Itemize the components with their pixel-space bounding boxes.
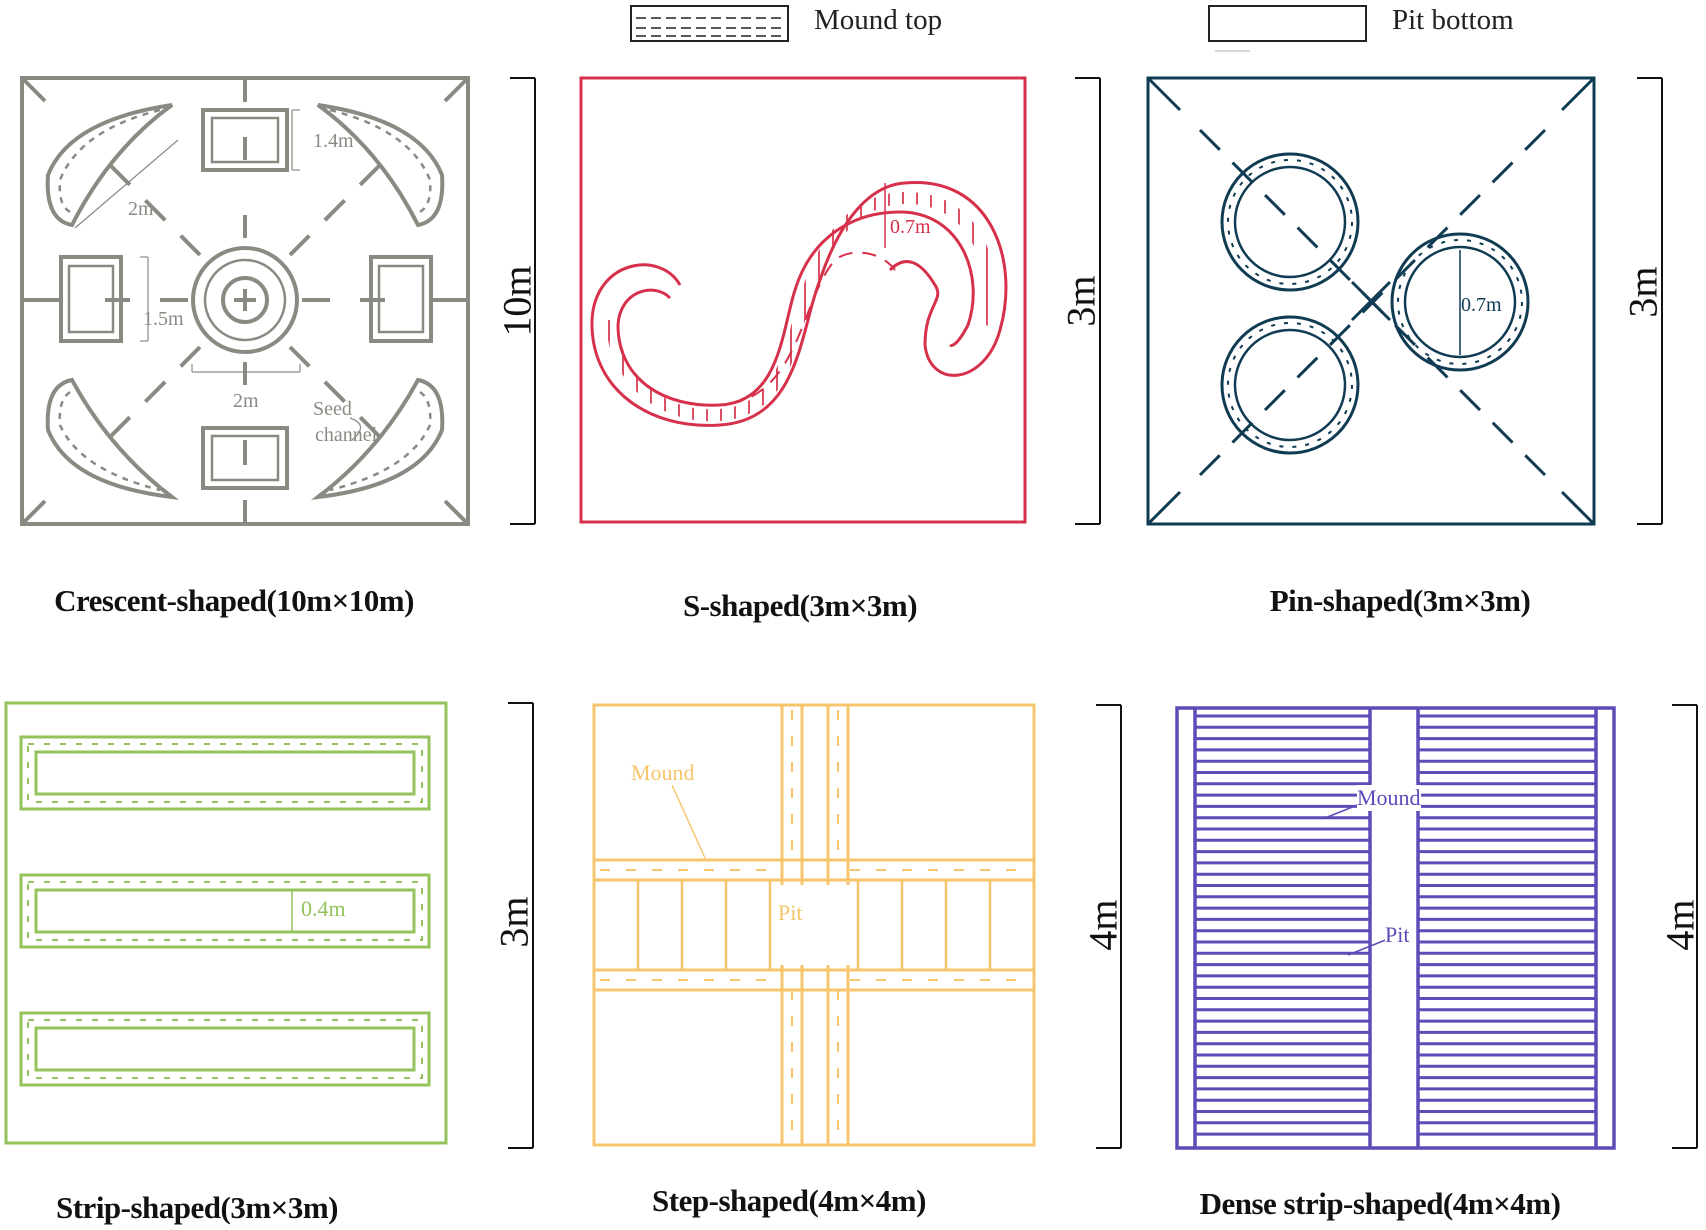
pin-shaped-size-label: 3m	[1620, 266, 1666, 318]
pin-shaped-diameter-label: 0.7m	[1461, 294, 1502, 316]
strip-shaped-diagram	[4, 701, 448, 1145]
crescent-size-label: 10m	[494, 265, 540, 337]
step-shaped-diagram	[592, 703, 1036, 1147]
step-shaped-scale-bracket	[1096, 704, 1122, 1149]
pin-shaped-scale-bracket	[1637, 77, 1663, 525]
step-mound-label: Mound	[631, 760, 695, 785]
legend-mound-top-label: Mound top	[814, 4, 943, 36]
crescent-scale-bracket	[510, 77, 536, 525]
crescent-diag-dim-label: 2m	[128, 198, 154, 220]
dense-strip-scale-bracket	[1672, 704, 1698, 1149]
s-shaped-size-label: 3m	[1058, 275, 1104, 327]
crescent-top-dim-label: 1.4m	[313, 130, 354, 152]
caption-crescent: Crescent-shaped(10m×10m)	[54, 583, 414, 618]
strip-width-label: 0.4m	[301, 896, 346, 921]
legend-mound-top-swatch	[630, 5, 789, 42]
crescent-diagram	[20, 76, 470, 526]
crescent-left-dim-label: 1.5m	[143, 308, 184, 330]
caption-pin-shaped: Pin-shaped(3m×3m)	[1269, 583, 1531, 618]
step-size-label: 4m	[1080, 899, 1126, 951]
caption-dense-strip: Dense strip-shaped(4m×4m)	[1199, 1186, 1561, 1221]
s-shaped-scale-bracket	[1075, 77, 1101, 525]
legend	[630, 5, 1367, 52]
legend-pit-bottom-label: Pit bottom	[1392, 4, 1514, 36]
pin-shaped-diagram	[1146, 76, 1596, 526]
step-pit-label: Pit	[778, 900, 803, 925]
crescent-channel-label: channel	[315, 424, 378, 446]
legend-pit-bottom-swatch	[1208, 5, 1367, 52]
caption-s-shaped: S-shaped(3m×3m)	[682, 588, 918, 623]
crescent-bottom-dim-label: 2m	[233, 390, 259, 412]
dense-strip-diagram	[1175, 706, 1616, 1150]
strip-shaped-scale-bracket	[508, 702, 534, 1149]
dense-strip-mound-label: Mound	[1357, 785, 1421, 811]
caption-step: Step-shaped(4m×4m)	[652, 1183, 926, 1218]
s-shaped-diagram	[579, 76, 1027, 524]
dense-strip-pit-label: Pit	[1385, 922, 1410, 948]
dense-strip-size-label: 4m	[1657, 899, 1703, 951]
caption-strip: Strip-shaped(3m×3m)	[55, 1190, 339, 1225]
crescent-seed-label: Seed	[313, 398, 352, 420]
s-shaped-width-label: 0.7m	[890, 216, 931, 238]
strip-size-label: 3m	[491, 896, 537, 948]
